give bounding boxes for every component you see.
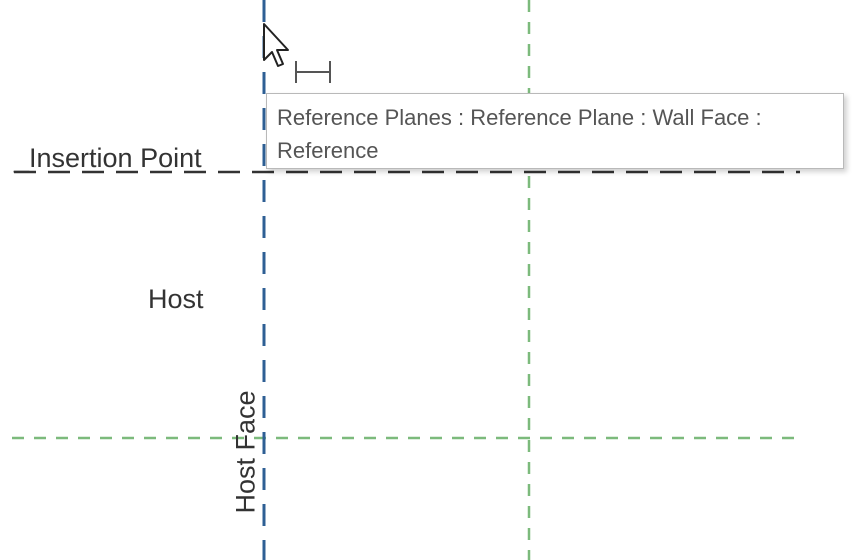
reference-plane-tooltip: Reference Planes : Reference Plane : Wal… bbox=[266, 93, 844, 169]
insertion-point-label: _Insertion Point bbox=[14, 143, 202, 173]
host-face-label: Host Face bbox=[230, 390, 261, 514]
tooltip-line-2: Reference bbox=[277, 138, 379, 163]
dimension-icon bbox=[295, 61, 331, 83]
tooltip-line-1: Reference Planes : Reference Plane : Wal… bbox=[277, 105, 762, 130]
host-label: Host bbox=[148, 284, 204, 314]
arrow-pointer-icon bbox=[263, 23, 289, 67]
